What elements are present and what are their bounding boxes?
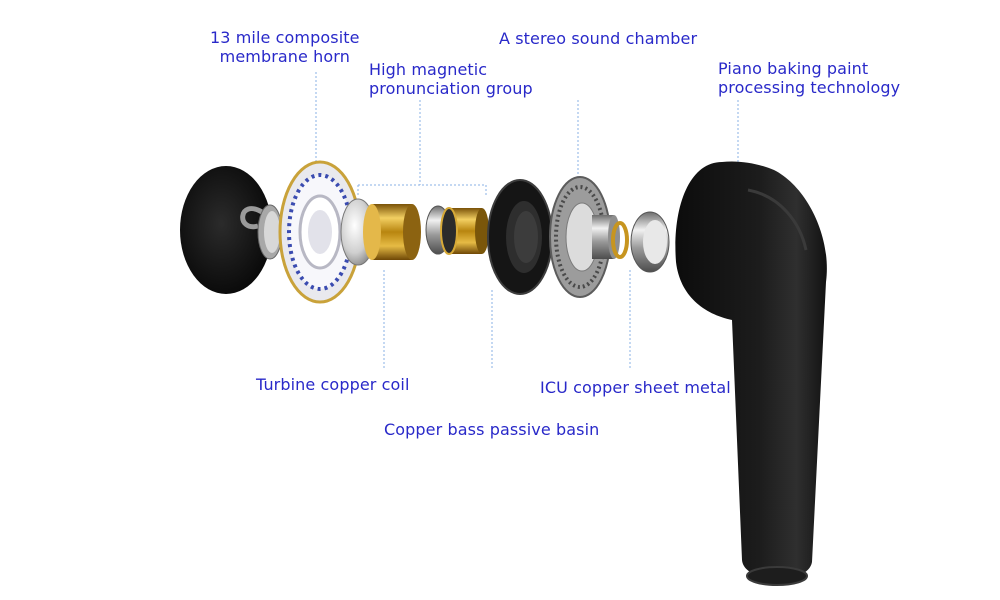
icu-copper-ring — [611, 221, 629, 259]
black-ring — [487, 179, 553, 295]
mesh-grille — [240, 204, 283, 260]
leader-lines — [315, 72, 739, 368]
label-sound-chamber: A stereo sound chamber — [499, 29, 698, 48]
leader-magnetic-group — [357, 100, 487, 196]
copper-basin — [440, 207, 489, 255]
label-icu-metal: ICU copper sheet metal — [540, 378, 731, 397]
sound-chamber — [549, 176, 620, 298]
label-magnetic-group-line1: High magnetic — [369, 60, 488, 79]
label-magnetic-group: High magnetic pronunciation group — [369, 60, 533, 98]
label-copper-basin: Copper bass passive basin — [384, 420, 600, 439]
earbud-body — [675, 161, 827, 586]
label-baking-paint: Piano baking paint processing technology — [718, 59, 900, 97]
silver-cap — [630, 211, 670, 273]
label-copper-coil: Turbine copper coil — [256, 375, 410, 394]
label-membrane-horn-line2: membrane horn — [219, 47, 350, 66]
copper-coil — [363, 204, 421, 260]
label-membrane-horn: 13 mile composite membrane horn — [210, 28, 360, 66]
label-baking-paint-line1: Piano baking paint — [718, 59, 869, 78]
label-baking-paint-line2: processing technology — [718, 78, 901, 97]
label-membrane-horn-line1: 13 mile composite — [210, 28, 360, 47]
ear-cap — [180, 166, 272, 294]
label-magnetic-group-line2: pronunciation group — [369, 79, 533, 98]
